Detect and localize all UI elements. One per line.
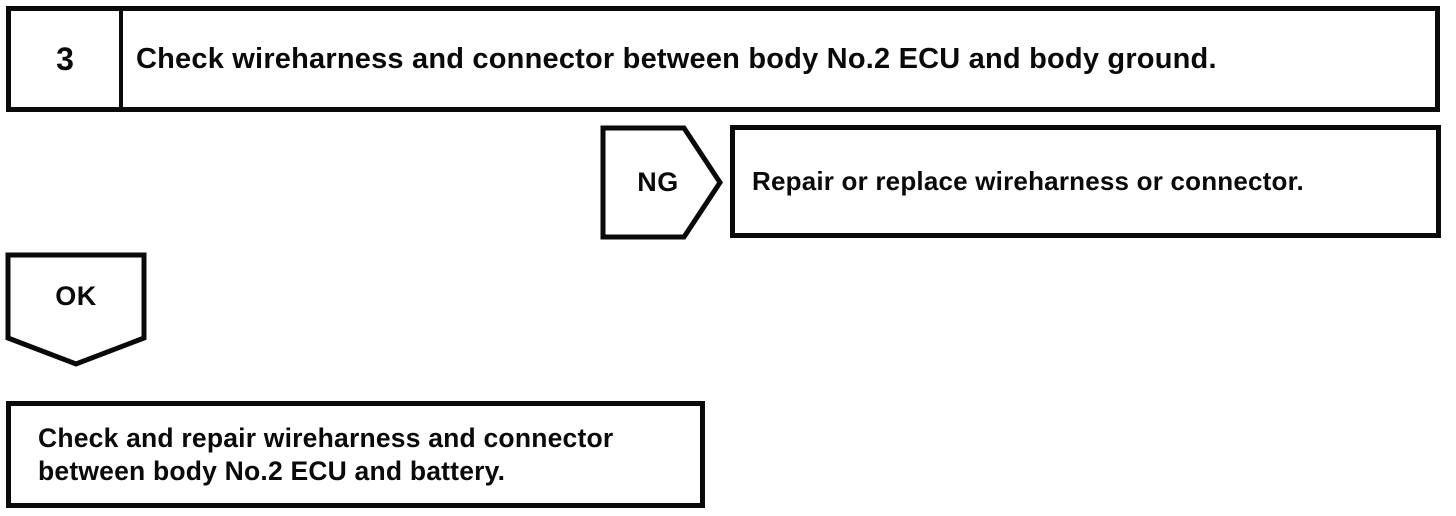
ng-action-box: Repair or replace wireharness or connect… bbox=[730, 125, 1441, 238]
ok-pentagon-shape bbox=[5, 252, 147, 367]
result-box: Check and repair wireharness and connect… bbox=[6, 401, 705, 508]
ok-pentagon-icon bbox=[5, 252, 147, 367]
ng-pentagon-shape bbox=[600, 125, 723, 240]
ng-pentagon-icon bbox=[600, 125, 723, 240]
ng-label: NG bbox=[637, 167, 679, 197]
ng-action-text: Repair or replace wireharness or connect… bbox=[752, 166, 1304, 196]
ok-connector: OK bbox=[5, 252, 147, 368]
result-text-line2: between body No.2 ECU and battery. bbox=[38, 455, 506, 486]
ng-connector: NG bbox=[600, 125, 724, 240]
step-instruction: Check wireharness and connector between … bbox=[136, 42, 1217, 75]
ok-label: OK bbox=[55, 280, 97, 311]
step-number: 3 bbox=[11, 11, 123, 107]
step-box: 3 Check wireharness and connector betwee… bbox=[6, 6, 1440, 112]
result-text-line1: Check and repair wireharness and connect… bbox=[38, 422, 614, 453]
